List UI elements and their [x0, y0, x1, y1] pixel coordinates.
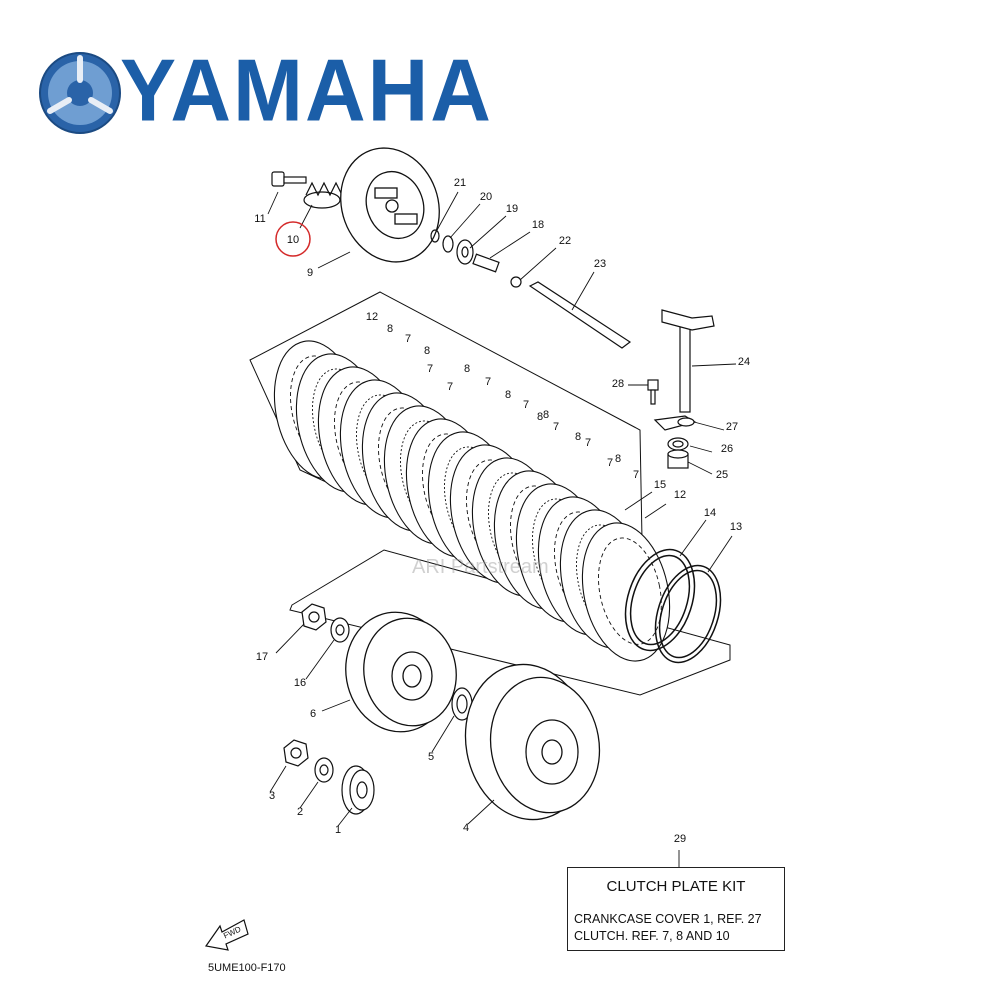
part-9-pressure-plate: [340, 147, 440, 263]
callout-28: 28: [612, 378, 624, 390]
clutch-plate: [581, 522, 671, 662]
callout-7: 7: [427, 363, 433, 375]
callout-7: 7: [607, 457, 613, 469]
part-2-lock-washer: [314, 757, 334, 783]
part-16-lock-washer: [330, 617, 350, 643]
part-1-primary-gear: [341, 765, 375, 815]
part-27-plate: [653, 415, 697, 431]
callout-16: 16: [294, 677, 306, 689]
part-13-ring: [654, 564, 722, 664]
callout-12: 12: [366, 311, 378, 323]
callout-8: 8: [575, 431, 581, 443]
callout-15: 15: [654, 479, 666, 491]
callout-18: 18: [532, 219, 544, 231]
part-6-clutch-boss: [345, 611, 457, 733]
kit-note-line-1: CRANKCASE COVER 1, REF. 27: [574, 912, 762, 926]
clutch-plate-kit-box: CLUTCH PLATE KIT CRANKCASE COVER 1, REF.…: [567, 867, 785, 951]
callout-numbers: 1234567777777778888888891011121213141516…: [254, 177, 750, 845]
fwd-arrow-icon: FWD: [204, 919, 249, 951]
callout-17: 17: [256, 651, 268, 663]
kit-note-line-2: CLUTCH. REF. 7, 8 AND 10: [574, 929, 730, 943]
callout-27: 27: [726, 421, 738, 433]
part-17-nut: [301, 603, 327, 631]
part-4-clutch-housing: [464, 663, 601, 821]
part-22-ball: [510, 276, 522, 288]
callout-8: 8: [387, 323, 393, 335]
brand-wordmark: YAMAHA: [120, 40, 493, 140]
part-14-ring: [624, 548, 696, 652]
part-26-seal: [667, 437, 689, 451]
diagram-code: 5UME100-F170: [208, 962, 286, 974]
part-5-thrust-washer: [451, 687, 473, 721]
callout-7: 7: [523, 399, 529, 411]
callout-20: 20: [480, 191, 492, 203]
callout-23: 23: [594, 258, 606, 270]
callout-10: 10: [287, 234, 299, 246]
yamaha-logo-icon: [39, 52, 121, 134]
callout-22: 22: [559, 235, 571, 247]
callout-24: 24: [738, 356, 750, 368]
part-23-push-rod: [528, 281, 632, 349]
callout-7: 7: [485, 376, 491, 388]
callout-2: 2: [297, 806, 303, 818]
part-24-lever-shaft: [661, 309, 715, 413]
callout-8: 8: [543, 409, 549, 421]
callout-8: 8: [505, 389, 511, 401]
callout-7: 7: [405, 333, 411, 345]
callout-1: 1: [335, 824, 341, 836]
callout-13: 13: [730, 521, 742, 533]
callout-4: 4: [463, 822, 469, 834]
part-20-washer: [442, 235, 454, 253]
callout-6: 6: [310, 708, 316, 720]
callout-7: 7: [585, 437, 591, 449]
callout-7: 7: [553, 421, 559, 433]
part-28-bolt: [647, 379, 659, 405]
part-10-spring: [303, 181, 343, 209]
callout-9: 9: [307, 267, 313, 279]
part-18-push-rod: [472, 253, 500, 273]
part-19-bearing: [456, 239, 474, 265]
highlight-ring-part-10: [275, 221, 311, 257]
leader-lines: [267, 191, 737, 867]
callout-8: 8: [537, 411, 543, 423]
callout-8: 8: [424, 345, 430, 357]
callout-3: 3: [269, 790, 275, 802]
callout-26: 26: [721, 443, 733, 455]
callout-19: 19: [506, 203, 518, 215]
callout-11: 11: [254, 213, 265, 225]
callout-21: 21: [454, 177, 466, 189]
kit-title: CLUTCH PLATE KIT: [606, 878, 746, 895]
callout-5: 5: [428, 751, 434, 763]
callout-25: 25: [716, 469, 728, 481]
part-3-nut: [283, 739, 309, 767]
callout-29: 29: [674, 833, 686, 845]
part-25-bearing: [667, 449, 689, 469]
callout-7: 7: [447, 381, 453, 393]
callout-8: 8: [615, 453, 621, 465]
part-11-bolt: [271, 171, 307, 187]
callout-14: 14: [704, 507, 716, 519]
part-21-clip: [430, 229, 440, 243]
callout-8: 8: [464, 363, 470, 375]
hub-frame: [289, 549, 731, 696]
watermark: ARI Partstream: [412, 556, 549, 578]
callout-7: 7: [633, 469, 639, 481]
callout-12: 12: [674, 489, 686, 501]
clutch-plate-stack: [273, 340, 671, 662]
